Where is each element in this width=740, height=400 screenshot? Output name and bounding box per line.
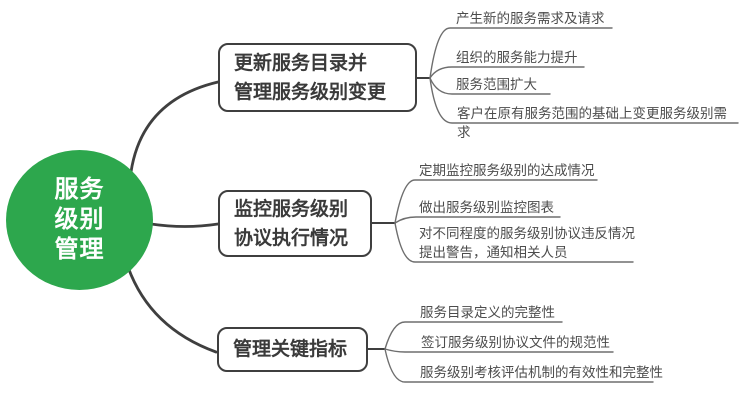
leaf-topic[interactable]: 服务范围扩大 (456, 77, 537, 92)
leaf-topic[interactable]: 客户在原有服务范围的基础上变更服务级别需求 (457, 106, 727, 140)
branch-topic-key-indicators[interactable]: 管理关键指标 (217, 327, 368, 372)
leaf-connector-b1-0 (429, 27, 613, 79)
leaf-topic[interactable]: 签订服务级别协议文件的规范性 (421, 335, 610, 350)
leaf-topic[interactable]: 服务级别考核评估机制的有效性和完整性 (420, 365, 663, 380)
leaf-connector-b3-1 (384, 348, 614, 353)
leaf-connector-b3-2 (384, 348, 654, 383)
leaf-connector-b3-0 (384, 321, 563, 350)
connector-root-branch1 (129, 80, 220, 174)
leaf-topic[interactable]: 组织的服务能力提升 (456, 50, 578, 65)
leaf-topic[interactable]: 定期监控服务级别的达成情况 (419, 163, 595, 178)
leaf-topic[interactable]: 对不同程度的服务级别协议违反情况 提出警告，通知相关人员 (419, 226, 635, 260)
branch-topic-monitor-sla[interactable]: 监控服务级别 协议执行情况 (218, 190, 372, 257)
branch-topic-update-catalog[interactable]: 更新服务目录并 管理服务级别变更 (218, 43, 417, 112)
leaf-topic[interactable]: 服务目录定义的完整性 (420, 305, 555, 320)
leaf-topic[interactable]: 做出服务级别监控图表 (419, 200, 554, 215)
connector-root-branch2 (149, 222, 220, 228)
leaf-topic[interactable]: 产生新的服务需求及请求 (456, 11, 605, 26)
leaf-connector-b1-3 (429, 77, 739, 124)
leaf-connector-b1-1 (429, 66, 585, 79)
leaf-connector-b2-2 (394, 222, 634, 263)
root-topic-service-level-management[interactable]: 服务 级别 管理 (6, 150, 153, 290)
leaf-connector-b1-2 (429, 77, 551, 95)
leaf-connector-b2-1 (394, 216, 561, 224)
leaf-connector-b2-0 (394, 179, 598, 224)
connector-root-branch3 (126, 265, 218, 354)
